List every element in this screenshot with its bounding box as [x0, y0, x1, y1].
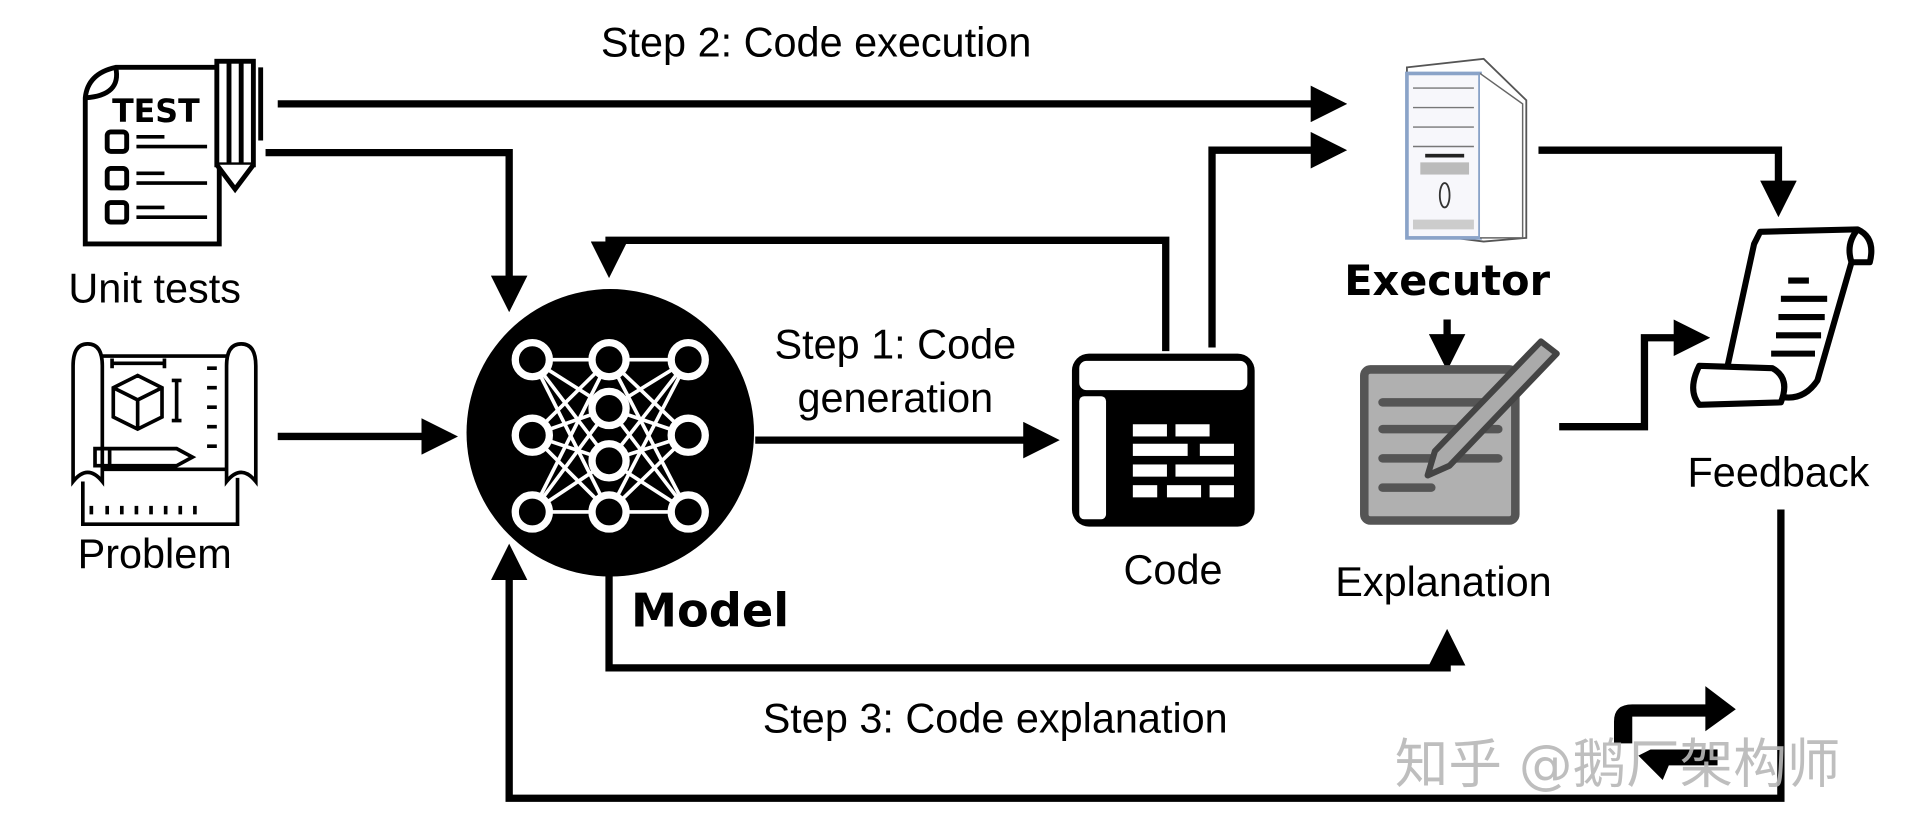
- model-label: Model: [631, 583, 789, 637]
- executor-label: Executor: [1344, 257, 1550, 305]
- swap-arrow-icon: [1613, 686, 1736, 780]
- problem-label: Problem: [78, 531, 232, 577]
- notepad-pencil-icon: [1360, 338, 1560, 525]
- nn-node: [588, 387, 630, 430]
- arrow-executor-to-feedback: [1538, 146, 1797, 218]
- step1-label-line1: Step 1: Code: [774, 321, 1016, 367]
- nn-edge: [530, 407, 611, 514]
- test-icon-text: TEST: [112, 94, 200, 130]
- arrow-code-to-model: [590, 236, 1170, 352]
- feedback-label: Feedback: [1688, 449, 1870, 495]
- nn-edge: [607, 358, 690, 513]
- scroll-icon: [1690, 226, 1875, 408]
- nn-node: [511, 491, 554, 533]
- nn-edge: [530, 358, 611, 513]
- nn-node: [588, 491, 630, 533]
- blueprint-icon: [71, 342, 258, 526]
- arrow-model-to-explanation: [605, 575, 1466, 672]
- arrow-feedback-to-model: [490, 509, 1785, 802]
- arrow-tests-to-model: [265, 148, 528, 313]
- connectors: [265, 85, 1797, 802]
- arrow-explanation-to-feedback: [1559, 319, 1711, 431]
- nn-edge: [607, 407, 690, 514]
- nn-node: [667, 491, 709, 533]
- arrow-code-to-executor: [1208, 131, 1348, 348]
- computer-tower-icon: [1405, 57, 1528, 243]
- watermark: 知乎 @鹅厂架构师: [1395, 732, 1841, 795]
- nn-node: [511, 414, 554, 456]
- nn-node: [588, 338, 630, 381]
- nn-edge: [530, 358, 611, 462]
- step3-label: Step 3: Code explanation: [763, 695, 1228, 741]
- step1-label-line2: generation: [797, 375, 993, 421]
- nn-node: [588, 440, 630, 482]
- code-window-icon: [1071, 353, 1255, 527]
- nn-node: [667, 414, 709, 456]
- neural-network-icon: [466, 289, 755, 577]
- step2-label: Step 2: Code execution: [601, 19, 1031, 65]
- unit-tests-label: Unit tests: [68, 265, 241, 311]
- code-label: Code: [1124, 547, 1223, 593]
- nn-node: [511, 338, 554, 381]
- nn-edge: [607, 358, 690, 462]
- explanation-label: Explanation: [1335, 559, 1551, 605]
- nn-node: [667, 338, 709, 381]
- test-document-icon: TEST: [82, 58, 264, 247]
